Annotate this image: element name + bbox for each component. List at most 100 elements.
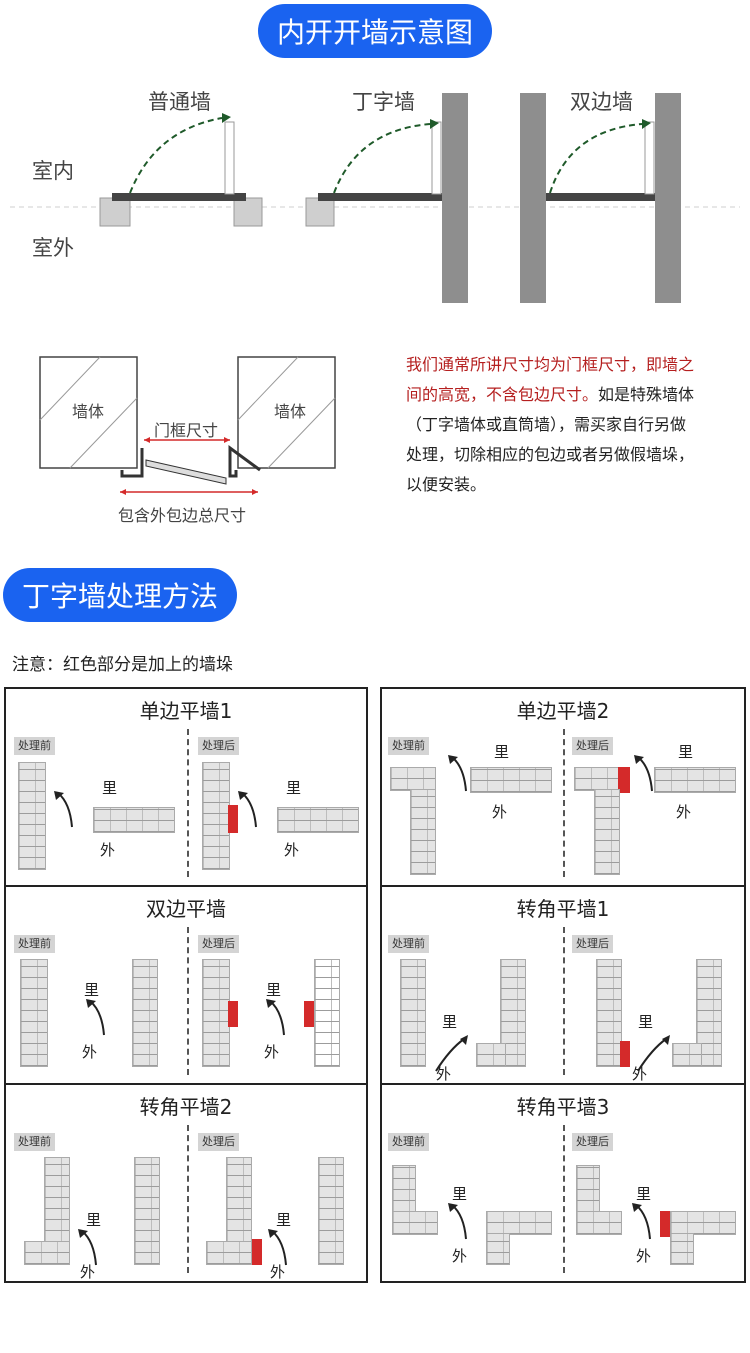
label-inside: 里: [84, 981, 100, 999]
panel-title: 转角平墙3: [516, 1095, 610, 1119]
panel-corner-flat-3: 转角平墙3 处理前 处理后 里 外 里 外: [380, 1083, 746, 1283]
swing-arrow: [435, 1035, 468, 1072]
before-tag: 处理前: [14, 1133, 55, 1151]
wall-before-corner-base: [392, 1211, 438, 1235]
label-inside: 里: [494, 743, 510, 761]
label-outside: 外: [436, 1065, 452, 1083]
panel-title: 转角平墙2: [139, 1095, 233, 1119]
divider: [187, 927, 189, 1075]
divider: [563, 927, 565, 1075]
wall-after-corner-base: [206, 1241, 252, 1265]
divider: [563, 729, 565, 877]
label-total-size: 包含外包边总尺寸: [118, 506, 247, 525]
notice-text: 注意：红色部分是加上的墙垛: [12, 655, 233, 675]
panel-title: 双边平墙: [146, 897, 226, 921]
label-inside: 里: [442, 1013, 458, 1031]
note-black-text: 如是特殊墙体（丁字墙体或直筒墙），需买家自行另做处理，切除相应的包边或者另做假墙…: [406, 385, 695, 494]
panel-title: 单边平墙2: [516, 699, 610, 723]
label-inside: 里: [102, 779, 118, 797]
frame-size-diagram: [39, 356, 336, 495]
label-outside: 外: [452, 1247, 468, 1265]
size-note: 我们通常所讲尺寸均为门框尺寸，即墙之间的高宽，不含包边尺寸。如是特殊墙体（丁字墙…: [406, 350, 696, 500]
panel-title: 单边平墙1: [139, 699, 233, 723]
added-pier: [660, 1211, 670, 1237]
swing-arrow: [86, 999, 105, 1036]
label-outside: 外: [82, 1043, 98, 1061]
divider: [187, 1125, 189, 1273]
label-outdoor: 室外: [32, 236, 74, 260]
added-pier-right: [304, 1001, 314, 1027]
swing-arrow: [268, 1229, 287, 1266]
label-t-wall: 丁字墙: [352, 90, 415, 114]
wall-after: [202, 762, 230, 870]
wall-before-stem: [410, 789, 436, 875]
before-tag: 处理前: [14, 935, 55, 953]
wall-after-side: [654, 767, 736, 793]
wall-before-side: [470, 767, 552, 793]
divider: [187, 729, 189, 877]
added-pier: [252, 1239, 262, 1265]
added-pier: [618, 767, 630, 793]
after-tag: 处理后: [198, 737, 239, 755]
label-inside: 里: [276, 1211, 292, 1229]
before-tag: 处理前: [388, 1133, 429, 1151]
label-inside: 里: [286, 779, 302, 797]
label-outside: 外: [100, 841, 116, 859]
after-tag: 处理后: [572, 935, 613, 953]
label-inside: 里: [86, 1211, 102, 1229]
after-tag: 处理后: [572, 737, 613, 755]
panel-single-flat-1: 单边平墙1 处理前 处理后 里 外 里 外: [4, 687, 368, 887]
wall-before-top: [390, 767, 436, 791]
wall-after-left: [596, 959, 622, 1067]
wall-after-top: [574, 767, 620, 791]
swing-arrow: [448, 755, 467, 792]
label-outside: 外: [636, 1247, 652, 1265]
section-title-t-wall: 丁字墙处理方法: [3, 568, 237, 622]
wall-after-right: [318, 1157, 344, 1265]
wall-after-stem: [594, 789, 620, 875]
wall-before: [18, 762, 46, 870]
swing-arrow: [632, 1203, 651, 1240]
wall-before-right: [132, 959, 158, 1067]
section-title-opening: 内开开墙示意图: [258, 4, 492, 58]
wall-before-corner-base: [476, 1043, 506, 1067]
added-pier-left: [228, 1001, 238, 1027]
label-outside: 外: [676, 803, 692, 821]
wall-after-t-stem: [670, 1233, 694, 1265]
note-red-text: 我们通常所讲尺寸均为门框尺寸，即墙之间的高宽，不含包边尺寸。: [406, 355, 695, 404]
wall-before-right: [134, 1157, 160, 1265]
panel-corner-flat-2: 转角平墙2 处理前 处理后 里 外 里 外: [4, 1083, 368, 1283]
panel-double-flat: 双边平墙 处理前 处理后 里 外 里 外: [4, 885, 368, 1085]
swing-arrow: [266, 999, 285, 1036]
label-outside: 外: [632, 1065, 648, 1083]
label-normal-wall: 普通墙: [148, 90, 211, 114]
before-tag: 处理前: [388, 737, 429, 755]
panel-corner-flat-1: 转角平墙1 处理前 处理后 里 外 里 外: [380, 885, 746, 1085]
label-outside: 外: [264, 1043, 280, 1061]
wall-after-t-top: [670, 1211, 736, 1235]
swing-arrow: [78, 1229, 97, 1266]
wall-after-corner-base: [576, 1211, 622, 1235]
label-inside: 里: [678, 743, 694, 761]
added-pier: [620, 1041, 630, 1067]
wall-before-side: [93, 807, 175, 833]
wall-after-corner-base: [672, 1043, 702, 1067]
wall-before-t-stem: [486, 1233, 510, 1265]
label-outside: 外: [270, 1263, 286, 1281]
after-tag: 处理后: [198, 1133, 239, 1151]
added-pier: [228, 805, 238, 833]
wall-after-left: [202, 959, 230, 1067]
label-inside: 里: [638, 1013, 654, 1031]
label-indoor: 室内: [32, 159, 74, 183]
label-outside: 外: [492, 803, 508, 821]
swing-arrow: [634, 755, 653, 792]
opening-diagram: [10, 93, 740, 303]
after-tag: 处理后: [572, 1133, 613, 1151]
wall-after-side: [277, 807, 359, 833]
panel-single-flat-2: 单边平墙2 处理前 处理后 里 外 里 外: [380, 687, 746, 887]
before-tag: 处理前: [14, 737, 55, 755]
before-tag: 处理前: [388, 935, 429, 953]
label-outside: 外: [80, 1263, 96, 1281]
label-frame-size: 门框尺寸: [154, 421, 219, 440]
label-inside: 里: [636, 1185, 652, 1203]
